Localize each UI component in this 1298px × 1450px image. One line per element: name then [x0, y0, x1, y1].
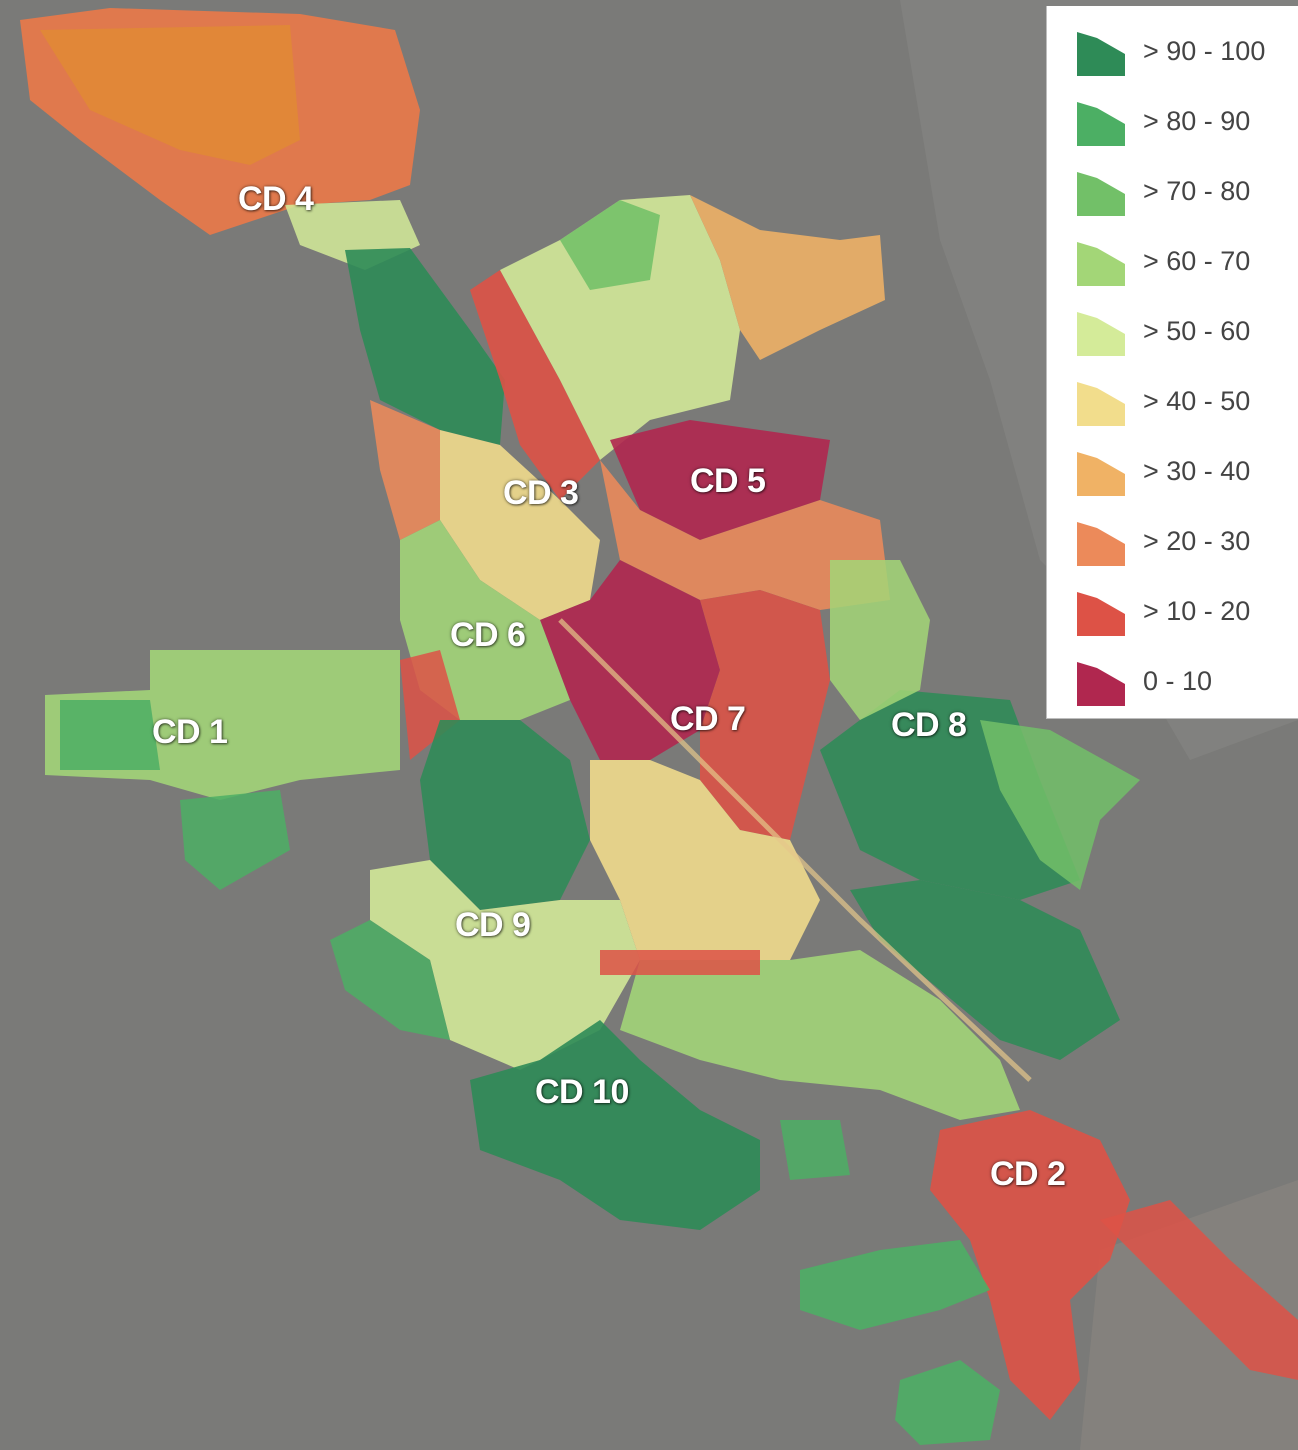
district-label-cd7: CD 7	[670, 700, 746, 738]
region-south-central	[590, 760, 820, 960]
legend-item: > 20 - 30	[1077, 518, 1298, 568]
legend-item: > 40 - 50	[1077, 378, 1298, 428]
legend-swatch-shape	[1077, 312, 1125, 356]
legend-swatch-shape	[1077, 522, 1125, 566]
legend-swatch-icon	[1077, 102, 1125, 146]
region-cd4-inner	[40, 25, 300, 165]
legend-item: 0 - 10	[1077, 658, 1298, 708]
legend-item: > 30 - 40	[1077, 448, 1298, 498]
legend-swatch-shape	[1077, 452, 1125, 496]
legend-item: > 60 - 70	[1077, 238, 1298, 288]
district-label-cd2: CD 2	[990, 1155, 1066, 1193]
legend-item: > 90 - 100	[1077, 28, 1298, 78]
highway	[558, 618, 1032, 1082]
region-east-mixed	[830, 560, 930, 720]
legend-label: > 90 - 100	[1143, 36, 1266, 66]
region-south-blocks	[620, 950, 1020, 1120]
district-label-cd1: CD 1	[152, 713, 228, 751]
region-cd10	[470, 1020, 760, 1230]
legend-swatch-icon	[1077, 32, 1125, 76]
legend-label: > 50 - 60	[1143, 316, 1251, 346]
legend-label: > 60 - 70	[1143, 246, 1251, 276]
region-north-strip	[345, 248, 505, 445]
legend-swatch-shape	[1077, 592, 1125, 636]
region-north-orange	[690, 195, 885, 360]
legend-label: > 30 - 40	[1143, 456, 1251, 486]
legend-label: > 80 - 90	[1143, 106, 1251, 136]
region-cd1-south	[180, 790, 290, 890]
region-cd3	[440, 430, 600, 620]
region-cd2-south-green	[895, 1360, 1000, 1445]
region-downtown	[540, 560, 720, 760]
region-cd7-red	[700, 590, 830, 840]
legend-swatch-shape	[1077, 172, 1125, 216]
legend-item: > 50 - 60	[1077, 308, 1298, 358]
region-red-corridor	[470, 270, 600, 500]
region-cd2-west-green	[800, 1240, 990, 1330]
legend-label: > 10 - 20	[1143, 596, 1251, 626]
district-label-cd9: CD 9	[455, 906, 531, 944]
legend-swatch-icon	[1077, 662, 1125, 706]
region-cd1-green	[60, 700, 160, 770]
legend-swatch-icon	[1077, 522, 1125, 566]
region-cd10-east	[780, 1120, 850, 1180]
legend-label: > 20 - 30	[1143, 526, 1251, 556]
region-south-red-strip	[600, 950, 760, 975]
district-label-cd4: CD 4	[238, 180, 314, 218]
legend-swatch-shape	[1077, 32, 1125, 76]
region-cd2	[930, 1110, 1130, 1420]
legend-swatch-shape	[1077, 662, 1125, 706]
legend-swatch-icon	[1077, 312, 1125, 356]
legend-swatch-icon	[1077, 172, 1125, 216]
region-east-green-south	[850, 880, 1120, 1060]
legend-item: > 10 - 20	[1077, 588, 1298, 638]
district-label-cd5: CD 5	[690, 462, 766, 500]
legend-item: > 80 - 90	[1077, 98, 1298, 148]
region-cd5	[610, 420, 830, 540]
region-west-green	[420, 720, 590, 910]
region-cd9	[370, 860, 640, 1070]
legend-swatch-shape	[1077, 102, 1125, 146]
region-cd8-light	[980, 720, 1140, 890]
legend-swatch-shape	[1077, 382, 1125, 426]
region-cd3-west	[370, 400, 440, 540]
district-label-cd8: CD 8	[891, 706, 967, 744]
legend-item: > 70 - 80	[1077, 168, 1298, 218]
region-north-blocks	[500, 195, 740, 460]
region-north-green	[560, 200, 660, 290]
district-label-cd10: CD 10	[535, 1073, 629, 1111]
legend-label: > 70 - 80	[1143, 176, 1251, 206]
region-cd6-red	[400, 650, 460, 760]
legend-swatch-icon	[1077, 592, 1125, 636]
legend-label: 0 - 10	[1143, 666, 1213, 696]
legend-swatch-icon	[1077, 382, 1125, 426]
district-label-cd6: CD 6	[450, 616, 526, 654]
legend-swatch-icon	[1077, 242, 1125, 286]
legend-swatch-icon	[1077, 452, 1125, 496]
legend-swatch-shape	[1077, 242, 1125, 286]
map-legend: > 90 - 100 > 80 - 90 > 70 - 80 > 60 - 70 > 5…	[1046, 6, 1298, 719]
district-label-cd3: CD 3	[503, 474, 579, 512]
region-cd9-west	[330, 920, 450, 1040]
region-cd2-corridor	[1100, 1200, 1298, 1380]
legend-label: > 40 - 50	[1143, 386, 1251, 416]
region-cd5-orange	[600, 460, 890, 610]
